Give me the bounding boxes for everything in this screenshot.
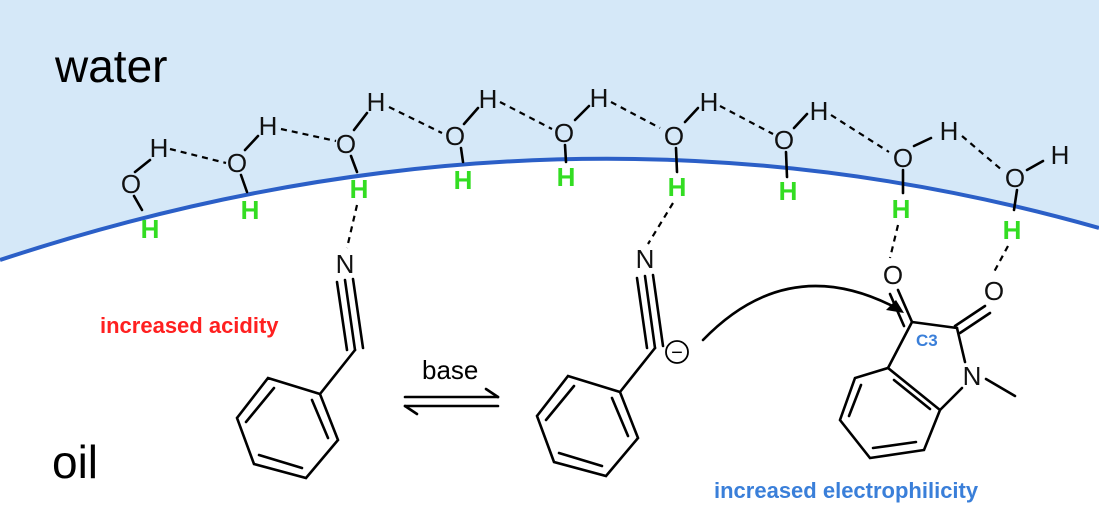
dangling-h-7: H [779, 176, 798, 206]
water-h-outer-4: H [479, 84, 498, 114]
water-outer-hydrogens: H H H H H H H H H [150, 83, 1070, 170]
dangling-h-5: H [557, 162, 576, 192]
isatin-n: N [963, 361, 982, 391]
increased-electrophilicity-label: increased electrophilicity [714, 478, 979, 503]
water-o-8: O [893, 143, 913, 173]
benzyl-cyanide: N [235, 249, 365, 480]
water-h-outer-1: H [150, 133, 169, 163]
water-bonds [132, 104, 1045, 212]
water-h-outer-5: H [590, 83, 609, 113]
c3-label: C3 [916, 331, 938, 350]
water-h-outer-9: H [1051, 140, 1070, 170]
dangling-h-1: H [141, 214, 160, 244]
dangling-h-4: H [454, 165, 473, 195]
water-o-2: O [227, 148, 247, 178]
water-h-outer-2: H [259, 111, 278, 141]
equilibrium-arrow [403, 387, 500, 416]
water-o-9: O [1005, 163, 1025, 193]
base-label: base [422, 355, 478, 385]
increased-acidity-label: increased acidity [100, 313, 279, 338]
negative-charge-sign: − [671, 342, 683, 364]
n-methylisatin: O O N [838, 260, 1017, 460]
interfacial-hydrogens: H H H H H H H H H [141, 162, 1022, 245]
interface-solute-hydrogen-bonds [345, 202, 1009, 273]
nitrile-n-left: N [336, 249, 355, 279]
water-o-4: O [445, 121, 465, 151]
water-h-outer-8: H [940, 116, 959, 146]
water-phase [0, 0, 1099, 260]
isatin-o-c2: O [984, 276, 1004, 306]
water-o-6: O [664, 121, 684, 151]
oil-water-interface [0, 156, 1099, 262]
water-h-outer-7: H [810, 96, 829, 126]
water-o-3: O [336, 129, 356, 159]
dangling-h-6: H [668, 172, 687, 202]
water-o-5: O [554, 118, 574, 148]
water-hydrogen-bonds [169, 101, 1004, 172]
water-label: water [54, 40, 167, 92]
water-h-outer-3: H [367, 87, 386, 117]
dangling-h-2: H [241, 195, 260, 225]
dangling-h-9: H [1003, 215, 1022, 245]
water-o-1: O [121, 169, 141, 199]
negative-charge-circle [665, 340, 689, 364]
water-h-outer-6: H [700, 87, 719, 117]
dangling-h-8: H [892, 194, 911, 224]
dangling-h-3: H [350, 174, 369, 204]
isatin-o-c3: O [883, 260, 903, 290]
nitrile-n-middle: N [636, 244, 655, 274]
water-o-7: O [774, 125, 794, 155]
water-oxygen-atoms: O O O O O O O O O [121, 118, 1025, 199]
benzyl-cyanide-anion: N − [535, 244, 689, 478]
nucleophilic-attack-arrow [701, 284, 904, 342]
oil-label: oil [52, 436, 98, 488]
